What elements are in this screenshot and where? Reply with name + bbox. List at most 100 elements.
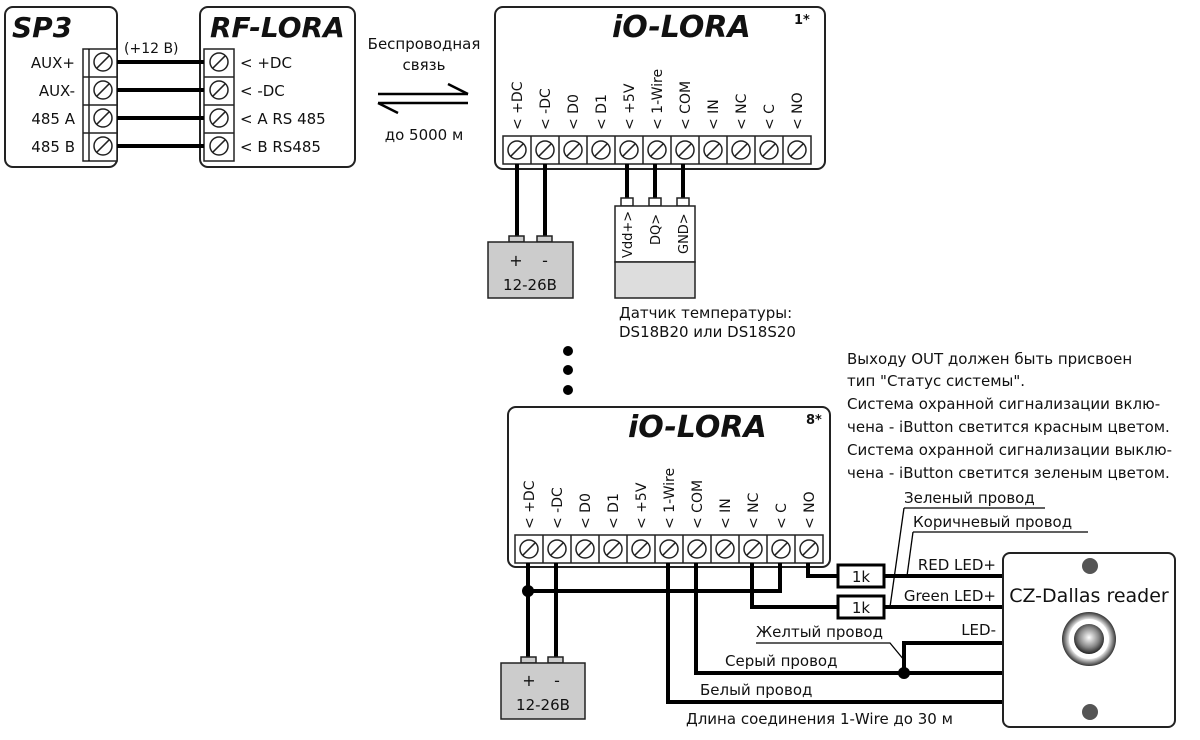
wireless-link: Беспроводная связь до 5000 м	[368, 35, 481, 144]
screw-terminal-icon	[209, 80, 229, 100]
screw-terminal-icon	[731, 140, 751, 160]
io-lora-1-pin-label: < +5V	[622, 83, 638, 130]
wire-labels: Зеленый провод Коричневый провод Желтый …	[686, 489, 1088, 728]
io-lora-8-title: iO-LORA	[628, 410, 767, 445]
bidirectional-arrow-icon	[377, 82, 469, 115]
screw-terminal-icon	[659, 539, 679, 559]
ps2-minus: -	[554, 671, 560, 690]
screw-terminal-icon	[619, 140, 639, 160]
io-lora-1-pin-label: < C	[762, 104, 778, 130]
screw-terminal-icon	[647, 140, 667, 160]
note-line-5: Система охранной сигнализации выклю-	[847, 441, 1172, 459]
rf-pin-rs485-a: < A RS 485	[240, 110, 326, 128]
note-line-1: Выходу OUT должен быть присвоен	[847, 350, 1132, 368]
screw-terminal-icon	[715, 539, 735, 559]
sensor-pin-gnd: GND>	[677, 213, 692, 254]
label-brown-wire: Коричневый провод	[913, 513, 1072, 531]
screw-terminal-icon	[547, 539, 567, 559]
screw-terminal-icon	[209, 136, 229, 156]
label-1wire-length: Длина соединения 1-Wire до 30 м	[686, 710, 953, 728]
io-lora-8-pin-label: < D0	[578, 493, 594, 529]
screw-terminal-icon	[771, 539, 791, 559]
io-lora-8-pin-label: < D1	[606, 493, 622, 529]
sensor-pin-vdd: Vdd+>	[621, 211, 636, 258]
io-lora-8-pin-label: < +5V	[634, 482, 650, 529]
io-lora-8-pin-label: < IN	[718, 498, 734, 529]
io-lora-8-pin-label: < +DC	[522, 480, 538, 529]
screw-terminal-icon	[591, 140, 611, 160]
io-lora-1-pin-label: < IN	[706, 99, 722, 130]
screw-terminal-icon	[563, 140, 583, 160]
io-lora-1-pin-label: < 1-Wire	[650, 69, 666, 130]
ibutton-icon	[1062, 612, 1116, 666]
io-lora-8-pin-label: < C	[774, 503, 790, 529]
reader-pin-red-led: RED LED+	[918, 556, 996, 574]
io-lora-module-1: iO-LORA 1* < +DC< -DC< D0< D1< +5V< 1-Wi…	[494, 6, 826, 170]
io-lora-8-index: 8*	[806, 413, 822, 428]
reader-pin-green-led: Green LED+	[904, 587, 996, 605]
status-note: Выходу OUT должен быть присвоен тип "Ста…	[847, 350, 1172, 482]
reader-title: CZ-Dallas reader	[1009, 585, 1169, 607]
sp3-pin-aux-minus: AUX-	[39, 82, 75, 100]
power-supply-2: + - 12-26В	[500, 656, 586, 720]
temperature-sensor: Vdd+> DQ> GND> Датчик температуры: DS18B…	[614, 164, 796, 341]
io-lora-8-pin-label: < COM	[690, 480, 706, 529]
screw-terminal-icon	[93, 136, 113, 156]
io-lora-module-8: iO-LORA 8* < +DC< -DC< D0< D1< +5V< 1-Wi…	[507, 406, 831, 568]
power-supply-1: + - 12-26В	[487, 164, 574, 299]
label-green-wire: Зеленый провод	[904, 489, 1035, 507]
rf-pin-dc-plus: < +DC	[240, 54, 292, 72]
io-lora-8-pin-label: < 1-Wire	[662, 468, 678, 529]
cz-dallas-reader: CZ-Dallas reader	[1002, 552, 1176, 728]
sp3-pin-485b: 485 B	[31, 138, 75, 156]
label-grey-wire: Серый провод	[725, 652, 837, 670]
ps2-voltage: 12-26В	[516, 696, 570, 714]
screw-terminal-icon	[759, 140, 779, 160]
ps1-voltage: 12-26В	[503, 276, 557, 294]
screw-terminal-icon	[743, 539, 763, 559]
screw-terminal-icon	[799, 539, 819, 559]
sp3-module: SP3 AUX+ AUX- 485 A 485 B	[4, 6, 118, 168]
screw-terminal-icon	[93, 80, 113, 100]
io-lora-1-pin-label: < COM	[678, 81, 694, 130]
resistor-green: 1k	[836, 594, 886, 620]
screw-terminal-icon	[209, 52, 229, 72]
io-lora-1-title: iO-LORA	[612, 10, 751, 45]
sp3-pin-aux-plus: AUX+	[31, 54, 75, 72]
resistor-red-label: 1k	[852, 568, 871, 586]
sp3-wire-note: (+12 B)	[124, 41, 179, 57]
io-lora-1-pin-label: < D1	[594, 94, 610, 130]
ellipsis-dots	[563, 346, 573, 395]
rf-lora-module: RF-LORA < +DC < -DC < A RS 485 < B RS485	[199, 6, 356, 168]
screw-terminal-icon	[703, 140, 723, 160]
io-lora-1-pin-label: < +DC	[510, 81, 526, 130]
resistor-green-label: 1k	[852, 599, 871, 617]
sensor-caption-1: Датчик температуры:	[619, 304, 792, 322]
resistor-red: 1k	[836, 563, 886, 589]
screw-terminal-icon	[787, 140, 807, 160]
wireless-label-2: связь	[403, 56, 446, 74]
wireless-range: до 5000 м	[385, 126, 464, 144]
screw-terminal-icon	[535, 140, 555, 160]
note-line-6: чена - iButton светится зеленым цветом.	[847, 464, 1170, 482]
screw-terminal-icon	[93, 52, 113, 72]
sensor-caption-2: DS18B20 или DS18S20	[619, 323, 796, 341]
io-lora-1-pin-label: < -DC	[538, 88, 554, 130]
screw-terminal-icon	[507, 140, 527, 160]
label-yellow-wire: Желтый провод	[756, 623, 883, 641]
ps1-minus: -	[542, 251, 548, 270]
label-white-wire: Белый провод	[700, 681, 812, 699]
note-line-2: тип "Статус системы".	[847, 372, 1025, 390]
screw-terminal-icon	[631, 539, 651, 559]
sp3-pin-485a: 485 A	[31, 110, 75, 128]
rf-lora-title: RF-LORA	[210, 11, 345, 44]
reader-pin-led-minus: LED-	[961, 621, 996, 639]
io-lora-8-pin-label: < NC	[746, 492, 762, 529]
ps1-plus: +	[509, 251, 522, 270]
ps2-plus: +	[522, 671, 535, 690]
note-line-3: Система охранной сигнализации вклю-	[847, 395, 1160, 413]
screw-terminal-icon	[575, 539, 595, 559]
sensor-pin-dq: DQ>	[649, 214, 664, 245]
io-lora-8-pin-label: < NO	[802, 491, 818, 529]
